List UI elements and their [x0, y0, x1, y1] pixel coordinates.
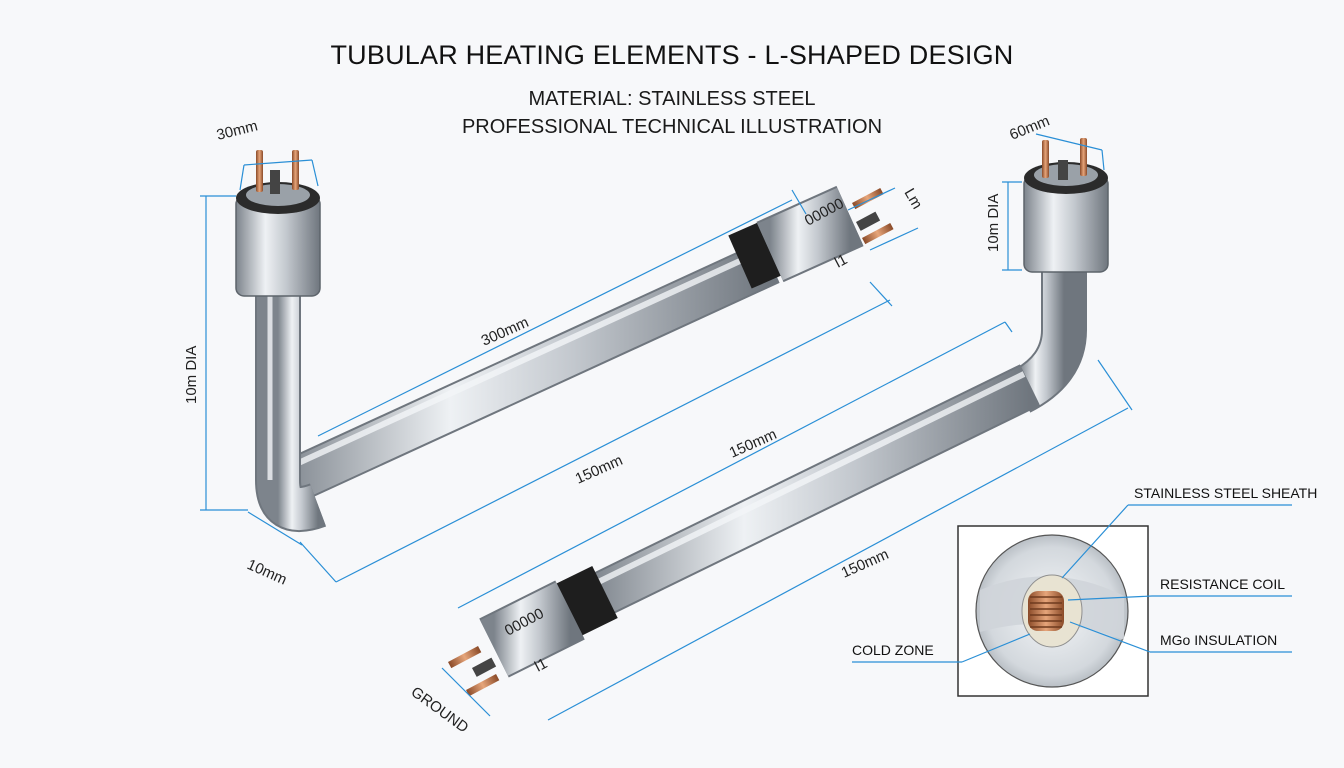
left-terminal-screw — [270, 170, 280, 194]
cold-zone-callout: COLD ZONE — [852, 642, 934, 658]
left-end-terminal-housing — [757, 187, 863, 281]
left-diagonal-tube — [269, 242, 779, 508]
cross-section-detail — [852, 504, 1292, 697]
right-terminal-pin-a — [1042, 140, 1049, 178]
dimension-lines — [200, 133, 1133, 721]
left-terminal-pin-a — [256, 150, 263, 192]
lower-end-terminal-housing — [480, 582, 584, 676]
bend-offset-label: 10mm — [244, 556, 289, 588]
terminal-marking-short: l1 — [832, 251, 850, 271]
upper-length-label: 300mm — [479, 314, 532, 350]
illustration-subtitle: PROFESSIONAL TECHNICAL ILLUSTRATION — [461, 116, 883, 138]
left-end-screw — [855, 211, 881, 231]
middle-length-b-label: 150mm — [727, 426, 780, 462]
page-title: TUBULAR HEATING ELEMENTS - L-SHAPED DESI… — [330, 40, 1014, 70]
terminal-right-width-label: 60mm — [1007, 112, 1052, 143]
lower-end-pin-b — [466, 674, 500, 697]
left-dia-label: 10m DIA — [183, 346, 200, 404]
right-heating-element: 00000 l1 — [448, 138, 1109, 697]
material-subtitle: MATERIAL: STAINLESS STEEL — [528, 88, 816, 110]
upper-end-label: Lm — [901, 186, 926, 213]
terminal-left-width-label: 30mm — [215, 117, 260, 144]
ground-label: GROUND — [408, 683, 472, 736]
lower-end-screw — [472, 657, 497, 677]
right-terminal-pin-b — [1080, 138, 1087, 176]
left-end-pin-b — [862, 222, 894, 245]
right-terminal-screw — [1058, 160, 1068, 180]
left-vertical-tube — [257, 290, 326, 530]
left-terminal-pin-b — [292, 150, 299, 190]
sheath-callout: STAINLESS STEEL SHEATH — [1134, 485, 1317, 501]
right-dia-label: 10m DIA — [985, 194, 1002, 252]
insulation-callout: MGo INSULATION — [1160, 632, 1277, 648]
right-diagonal-tube — [580, 366, 1040, 619]
left-heating-element: 00000 l1 — [235, 150, 894, 532]
resistance-coil — [1028, 591, 1064, 631]
lower-end-pin-a — [448, 646, 482, 669]
lower-length-label: 150mm — [839, 546, 892, 582]
coil-callout: RESISTANCE COIL — [1160, 576, 1285, 592]
